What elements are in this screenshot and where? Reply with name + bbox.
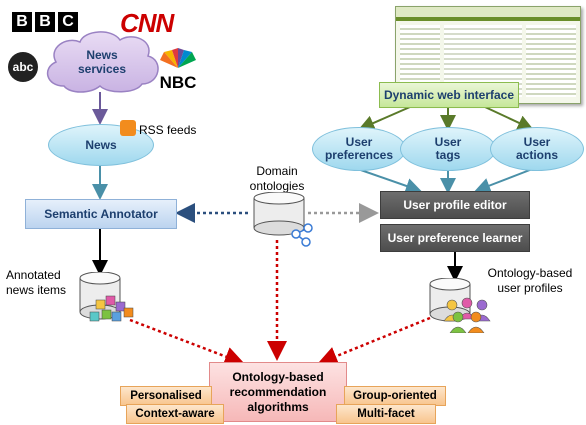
user-profiles-label: Ontology-based user profiles [487, 266, 573, 295]
users-group-icon [443, 297, 491, 333]
recommendation-algorithms-box: Ontology-based recommendation algorithms [209, 362, 347, 422]
dynamic-web-interface-box: Dynamic web interface [379, 82, 519, 108]
screenshot-content-right [526, 25, 576, 97]
arrow-profiles-to-recommend [317, 316, 431, 366]
bbc-logo: B B C [12, 12, 78, 32]
user-profile-editor-box: User profile editor [380, 191, 530, 219]
web-interface-screenshot [395, 6, 581, 104]
arrow-web-to-preferences [358, 106, 411, 131]
arrow-web-to-actions [484, 106, 534, 131]
rss-icon [120, 120, 136, 136]
screenshot-header [396, 7, 580, 17]
annotated-news-label: Annotated news items [6, 268, 67, 297]
annotated-news-database-icon [79, 272, 134, 322]
user-preference-learner-box: User preference learner [380, 224, 530, 252]
news-services-cloud [46, 31, 159, 93]
multi-facet-tag: Multi-facet [336, 404, 436, 424]
semantic-annotator-box: Semantic Annotator [25, 199, 177, 229]
group-oriented-tag: Group-oriented [344, 386, 446, 406]
nbc-logo: NBC [158, 48, 198, 93]
news-node: News [48, 124, 154, 166]
arrow-actions-to-editor [474, 167, 536, 194]
personalised-tag: Personalised [120, 386, 212, 406]
cnn-logo: CNN [120, 8, 174, 38]
arrow-preferences-to-editor [354, 167, 422, 194]
user-preferences-node: User preferences [312, 127, 406, 171]
domain-ontologies-database-icon [253, 192, 313, 247]
user-actions-node: User actions [490, 127, 584, 171]
user-profiles-database-icon [429, 278, 471, 322]
context-aware-tag: Context-aware [126, 404, 224, 424]
arrow-annotated-to-recommend [129, 318, 245, 366]
abc-logo: abc [8, 52, 38, 82]
rss-feeds-label: RSS feeds [139, 123, 197, 137]
domain-ontologies-label: Domain ontologies [249, 164, 305, 193]
user-tags-node: User tags [400, 127, 496, 171]
screenshot-nav [396, 17, 580, 21]
news-services-label: News services [77, 48, 127, 76]
nbc-peacock-icon [160, 48, 196, 68]
